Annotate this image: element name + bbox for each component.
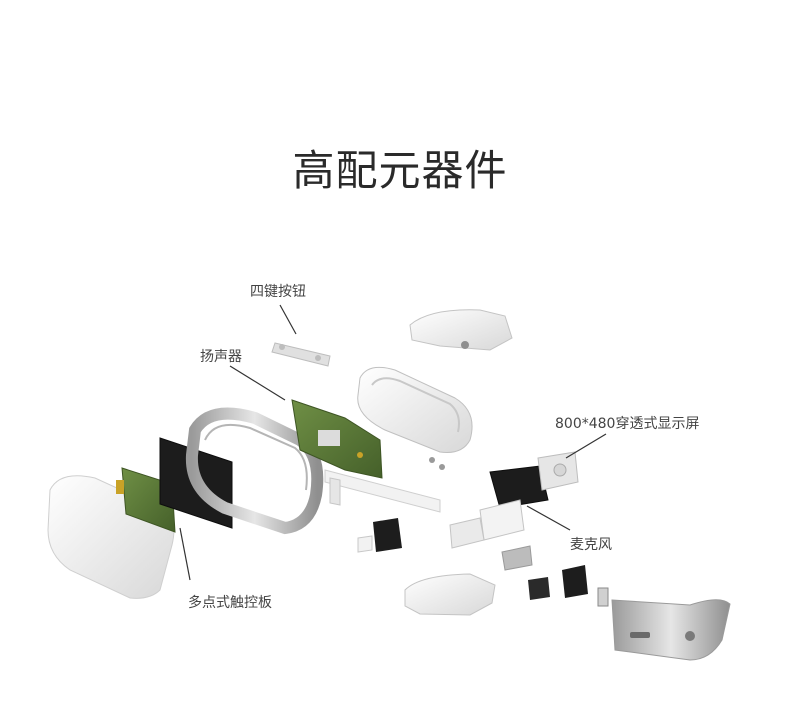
display-module [489,451,579,509]
page-title: 高配元器件 [292,146,508,195]
leader-microphone [526,505,571,531]
leader-speaker [229,365,286,401]
label-microphone: 麦克风 [570,537,612,553]
small-cube-right [562,565,588,598]
bottom-housing-right [611,599,731,661]
leader-display [565,433,607,459]
flex-cable [324,469,441,513]
small-cube-left [357,518,402,553]
microphone-assembly [449,499,525,549]
label-display: 800*480穿透式显示屏 [555,416,700,432]
label-speaker: 扬声器 [200,349,242,365]
four-key-button-part [271,342,331,367]
metal-frame [185,407,324,535]
back-housing [357,366,473,470]
leader-touchpad [179,527,191,581]
speaker-pcb [291,399,383,479]
leader-buttons [279,304,297,335]
top-cap [409,309,513,351]
sensor-chip [501,545,609,607]
label-four-key-buttons: 四键按钮 [250,284,306,300]
label-touchpad: 多点式触控板 [188,595,272,611]
bottom-housing-left [404,573,496,616]
leader-lines [179,304,607,581]
